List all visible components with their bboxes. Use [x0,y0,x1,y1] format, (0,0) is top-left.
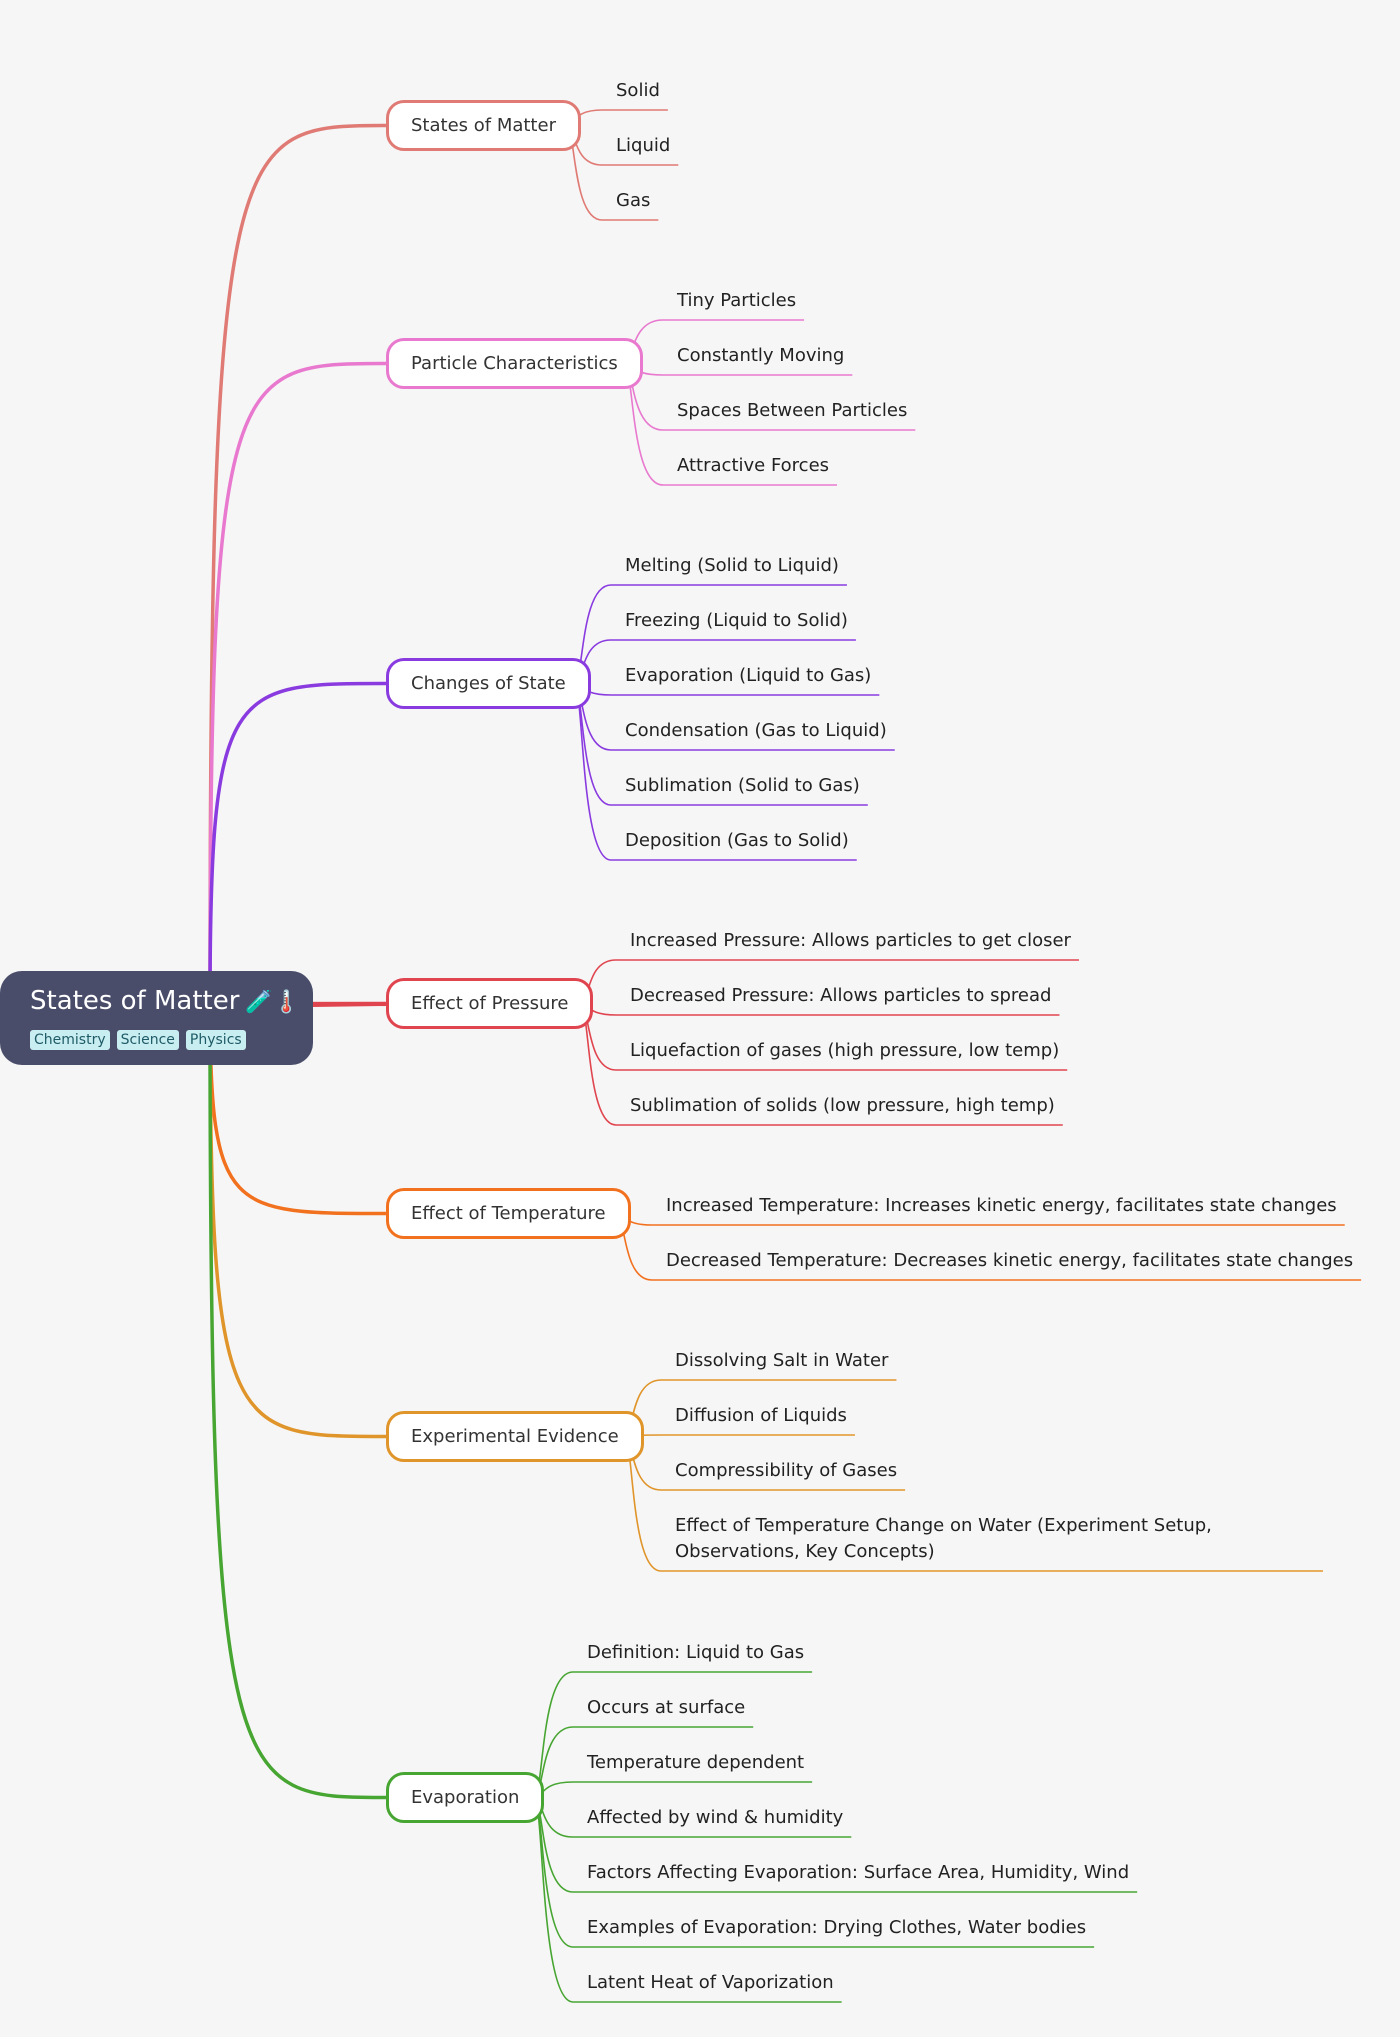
branch-experimental-evidence[interactable]: Experimental Evidence [386,1411,644,1462]
leaf-topic[interactable]: Condensation (Gas to Liquid) [625,720,887,741]
branch-changes-of-state[interactable]: Changes of State [386,658,591,709]
branch-effect-of-pressure[interactable]: Effect of Pressure [386,978,594,1029]
leaf-topic[interactable]: Tiny Particles [677,290,797,311]
tag-list: Chemistry Science Physics [30,1029,313,1050]
leaf-topic[interactable]: Factors Affecting Evaporation: Surface A… [587,1862,1130,1883]
leaf-topic[interactable]: Latent Heat of Vaporization [587,1972,834,1993]
leaf-topic[interactable]: Increased Pressure: Allows particles to … [630,930,1071,951]
central-topic[interactable]: States of Matter🧪🌡️ Chemistry Science Phys… [0,971,313,1065]
leaf-topic[interactable]: Examples of Evaporation: Drying Clothes,… [587,1917,1087,1938]
branch-particle-characteristics[interactable]: Particle Characteristics [386,338,643,389]
leaf-topic[interactable]: Sublimation (Solid to Gas) [625,775,860,796]
branch-connector [208,361,387,1006]
leaf-topic[interactable]: Melting (Solid to Liquid) [625,555,839,576]
leaf-connector [623,1434,855,1438]
leaf-topic[interactable]: Attractive Forces [677,455,830,476]
leaf-topic[interactable]: Liquid [616,135,671,156]
leaf-topic[interactable]: Solid [616,80,660,101]
tag[interactable]: Physics [185,1030,246,1050]
leaf-topic[interactable]: Decreased Temperature: Decreases kinetic… [666,1250,1354,1271]
branch-connector [208,1004,387,1439]
branch-connector [208,681,387,1006]
leaf-topic[interactable]: Decreased Pressure: Allows particles to … [630,985,1052,1006]
leaf-topic[interactable]: Dissolving Salt in Water [675,1350,889,1371]
branch-connector [208,1004,387,1800]
leaf-topic[interactable]: Effect of Temperature Change on Water (E… [675,1515,1212,1562]
leaf-connector [533,1781,813,1799]
tag[interactable]: Chemistry [30,1030,110,1050]
leaf-topic[interactable]: Spaces Between Particles [677,400,908,421]
branch-states-of-matter[interactable]: States of Matter [386,100,581,151]
emoji-icons: 🧪🌡️ [245,990,301,1015]
leaf-connector [565,109,668,127]
leaf-topic[interactable]: Temperature dependent [587,1752,805,1773]
leaf-topic[interactable]: Definition: Liquid to Gas [587,1642,805,1663]
leaf-topic[interactable]: Gas [616,190,651,211]
root-connector [312,1002,387,1007]
branch-effect-of-temperature[interactable]: Effect of Temperature [386,1188,631,1239]
leaf-topic[interactable]: Sublimation of solids (low pressure, hig… [630,1095,1055,1116]
central-topic-title: States of Matter🧪🌡️ [30,986,301,1016]
leaf-topic[interactable]: Diffusion of Liquids [675,1405,847,1426]
branch-connector [208,123,387,1006]
tag[interactable]: Science [116,1030,179,1050]
leaf-topic[interactable]: Compressibility of Gases [675,1460,898,1481]
branch-evaporation[interactable]: Evaporation [386,1772,545,1823]
leaf-connector [533,1671,813,1799]
leaf-topic[interactable]: Affected by wind & humidity [587,1807,844,1828]
leaf-topic[interactable]: Evaporation (Liquid to Gas) [625,665,872,686]
leaf-topic[interactable]: Deposition (Gas to Solid) [625,830,849,851]
leaf-topic[interactable]: Increased Temperature: Increases kinetic… [666,1195,1337,1216]
leaf-topic[interactable]: Occurs at surface [587,1697,746,1718]
leaf-topic[interactable]: Liquefaction of gases (high pressure, lo… [630,1040,1060,1061]
leaf-topic[interactable]: Freezing (Liquid to Solid) [625,610,848,631]
leaf-topic[interactable]: Constantly Moving [677,345,845,366]
